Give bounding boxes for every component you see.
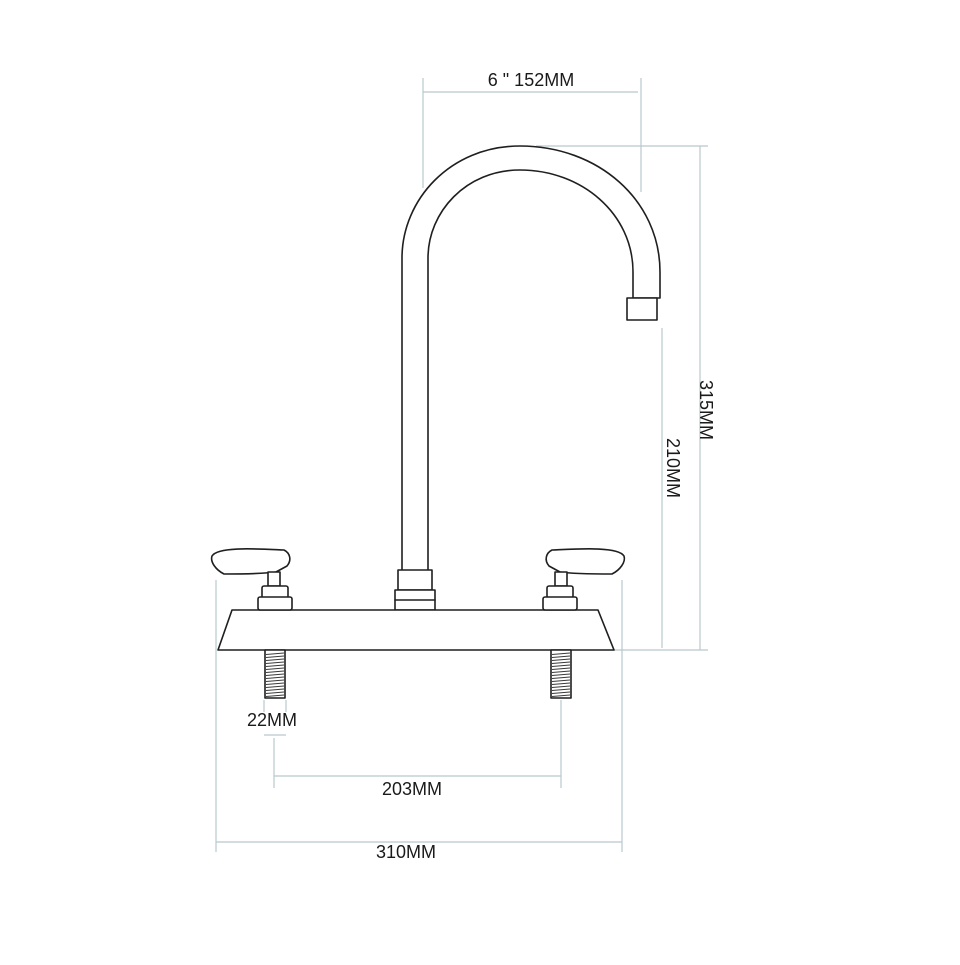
thread-line xyxy=(265,679,285,682)
thread-line xyxy=(265,691,285,694)
aerator-tip xyxy=(626,297,658,321)
dimension-labels: 6 " 152MM 315MM 210MM 22MM 203MM 310MM xyxy=(247,70,716,862)
thread-line xyxy=(551,688,571,691)
thread-line xyxy=(551,664,571,667)
left-handle-assembly xyxy=(210,547,293,611)
left-lever-handle xyxy=(210,547,291,575)
right-handle-assembly xyxy=(542,547,626,611)
thread-line xyxy=(551,673,571,676)
thread-line xyxy=(265,667,285,670)
thread-line xyxy=(265,670,285,673)
label-overall-width: 310MM xyxy=(376,842,436,862)
label-center-spacing: 203MM xyxy=(382,779,442,799)
thread-line xyxy=(265,682,285,685)
thread-line xyxy=(551,691,571,694)
thread-line xyxy=(551,667,571,670)
thread-line xyxy=(551,679,571,682)
thread-line xyxy=(551,655,571,658)
label-total-height: 315MM xyxy=(696,380,716,440)
label-shank-diameter: 22MM xyxy=(247,710,297,730)
thread-line xyxy=(265,658,285,661)
deck-plate xyxy=(217,609,615,651)
thread-line xyxy=(265,688,285,691)
thread-line xyxy=(265,676,285,679)
right-lever-handle xyxy=(545,547,626,575)
thread-line xyxy=(265,652,285,655)
dimension-lines xyxy=(215,78,708,852)
thread-line xyxy=(265,673,285,676)
thread-line xyxy=(265,685,285,688)
right-handle-stem xyxy=(554,571,568,587)
left-threaded-shank xyxy=(264,649,286,699)
right-bonnet-lower xyxy=(542,596,578,611)
right-threaded-shank xyxy=(550,649,572,699)
right-shank-threads xyxy=(551,652,571,697)
thread-line xyxy=(265,694,285,697)
left-shank-threads xyxy=(265,652,285,697)
thread-line xyxy=(265,655,285,658)
left-bonnet-lower xyxy=(257,596,293,611)
thread-line xyxy=(551,658,571,661)
left-handle-stem xyxy=(267,571,281,587)
thread-line xyxy=(551,682,571,685)
thread-line xyxy=(551,694,571,697)
faucet xyxy=(210,145,661,699)
thread-line xyxy=(551,676,571,679)
thread-line xyxy=(551,661,571,664)
thread-line xyxy=(551,652,571,655)
thread-line xyxy=(265,664,285,667)
gooseneck-spout xyxy=(401,145,661,573)
thread-line xyxy=(551,685,571,688)
label-spout-reach: 6 " 152MM xyxy=(488,70,574,90)
thread-line xyxy=(551,670,571,673)
spout-nut-upper xyxy=(397,569,433,591)
thread-line xyxy=(265,661,285,664)
label-spout-height: 210MM xyxy=(663,438,683,498)
